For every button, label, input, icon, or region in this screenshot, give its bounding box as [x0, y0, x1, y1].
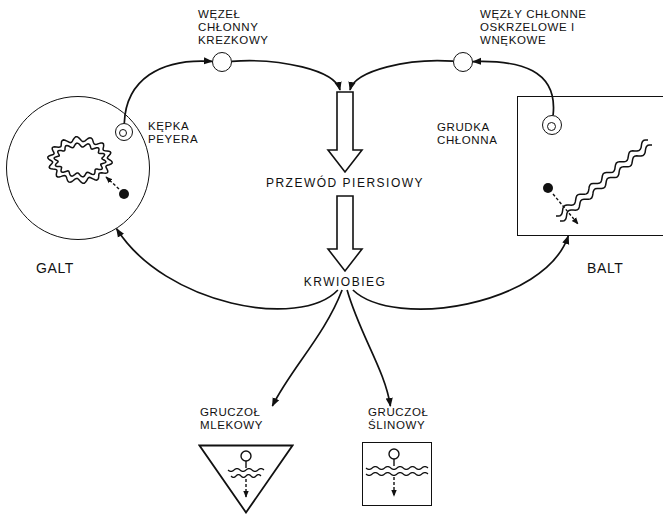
bloodstream-label: KRWIOBIEG — [301, 275, 390, 290]
node-label: BALT — [587, 260, 623, 277]
flow-arrow — [272, 290, 342, 406]
node-label: KĘPKA PEYERA — [148, 120, 210, 146]
epithelium-wave — [231, 475, 261, 478]
circle-outline — [542, 115, 562, 135]
secretory-cell — [241, 451, 251, 461]
epithelium-wave — [366, 473, 428, 476]
node-label: WĘZEŁ CHŁONNY KREZKOWY — [198, 8, 278, 47]
lymph-follicle: GRUDKA CHŁONNA — [437, 115, 563, 149]
mammary-gland: GRUCZOŁ MLEKOWY — [198, 406, 294, 514]
flow-arrow — [353, 236, 568, 309]
node-label: KRWIOBIEG — [304, 275, 387, 290]
circle-outline — [453, 52, 473, 72]
rect-outline — [517, 96, 663, 236]
epithelium-wave — [228, 469, 264, 472]
node-label: GRUCZOŁ ŚLINOWY — [368, 406, 436, 432]
inner-circle — [119, 129, 127, 137]
node-label: GRUCZOŁ MLEKOWY — [200, 406, 270, 432]
flow-arrow — [473, 61, 554, 115]
galt-region: GALTKĘPKA PEYERA — [6, 96, 150, 282]
epithelium-wave — [560, 145, 652, 221]
circle-outline — [6, 96, 150, 240]
epithelium-wave — [366, 467, 428, 470]
node-label: GRUDKA CHŁONNA — [437, 121, 511, 147]
flow-arrow — [347, 290, 390, 406]
epithelium-wave — [556, 140, 648, 216]
migration-arrow — [553, 194, 578, 224]
thoracic-duct-label: PRZEWÓD PIERSIOWY — [263, 176, 427, 191]
node-label: WĘZŁY CHŁONNE OSKRZELOWE I WNĘKOWE — [480, 8, 592, 47]
hollow-arrow — [328, 196, 362, 271]
flow-arrow — [232, 61, 340, 90]
gland-duct — [245, 461, 246, 468]
node-label: GALT — [36, 260, 74, 277]
node-label: PRZEWÓD PIERSIOWY — [266, 176, 424, 191]
migration-arrow — [106, 177, 119, 189]
hollow-arrow — [328, 92, 362, 172]
circle-outline — [115, 123, 133, 141]
cell-dot — [119, 189, 129, 199]
flow-arrow — [350, 61, 453, 90]
migration-arrow — [393, 477, 394, 496]
triangle-outline — [200, 446, 293, 513]
inner-circle — [547, 122, 556, 131]
gland-duct — [393, 459, 394, 466]
secretory-cell — [389, 449, 399, 459]
salivary-gland: GRUCZOŁ ŚLINOWY — [358, 406, 438, 508]
flow-arrow — [117, 229, 338, 309]
cell-dot — [543, 183, 553, 193]
flow-arrow — [124, 61, 212, 123]
peyer-patch: KĘPKA PEYERA — [115, 120, 215, 150]
balt-region: BALTGRUDKA CHŁONNA — [517, 96, 663, 282]
lymph-node: WĘZEŁ CHŁONNY KREZKOWY — [198, 8, 282, 82]
circle-outline — [212, 52, 232, 72]
triangle-outline — [198, 444, 294, 514]
lymph-node: WĘZŁY CHŁONNE OSKRZELOWE I WNĘKOWE — [453, 8, 594, 72]
migration-arrow — [245, 479, 246, 497]
villus-outline — [48, 137, 112, 184]
rect-outline — [362, 442, 432, 506]
villus-outline — [54, 143, 106, 177]
